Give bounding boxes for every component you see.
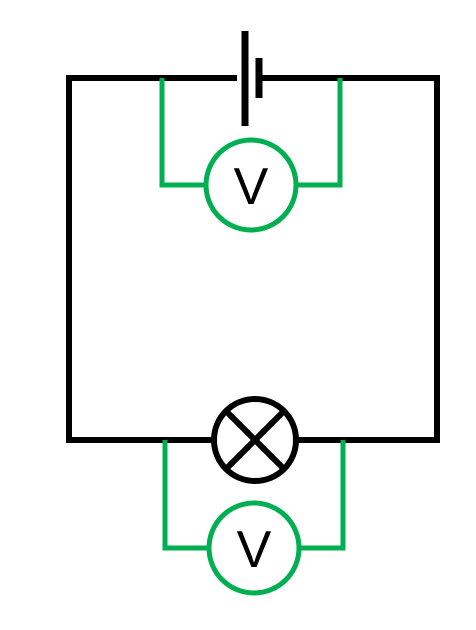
- lamp-cross-icon: [211, 396, 299, 484]
- voltmeter-icon: [203, 137, 299, 233]
- voltmeter-bottom: V: [162, 440, 346, 596]
- voltmeter-top: V: [159, 78, 343, 233]
- voltmeter-bottom-wire: [162, 440, 346, 551]
- circuit-wire-top-right: [261, 75, 440, 443]
- circuit-wire-top-left: [66, 75, 237, 443]
- voltmeter-top-wire: [159, 78, 343, 188]
- voltmeter-icon: [206, 500, 302, 596]
- voltmeter-bottom-label: V: [237, 521, 272, 579]
- battery-cell-icon: [241, 31, 263, 126]
- lamp-cross-line-2: [223, 408, 287, 472]
- voltmeter-top-label: V: [234, 158, 269, 216]
- main-circuit: [66, 75, 440, 443]
